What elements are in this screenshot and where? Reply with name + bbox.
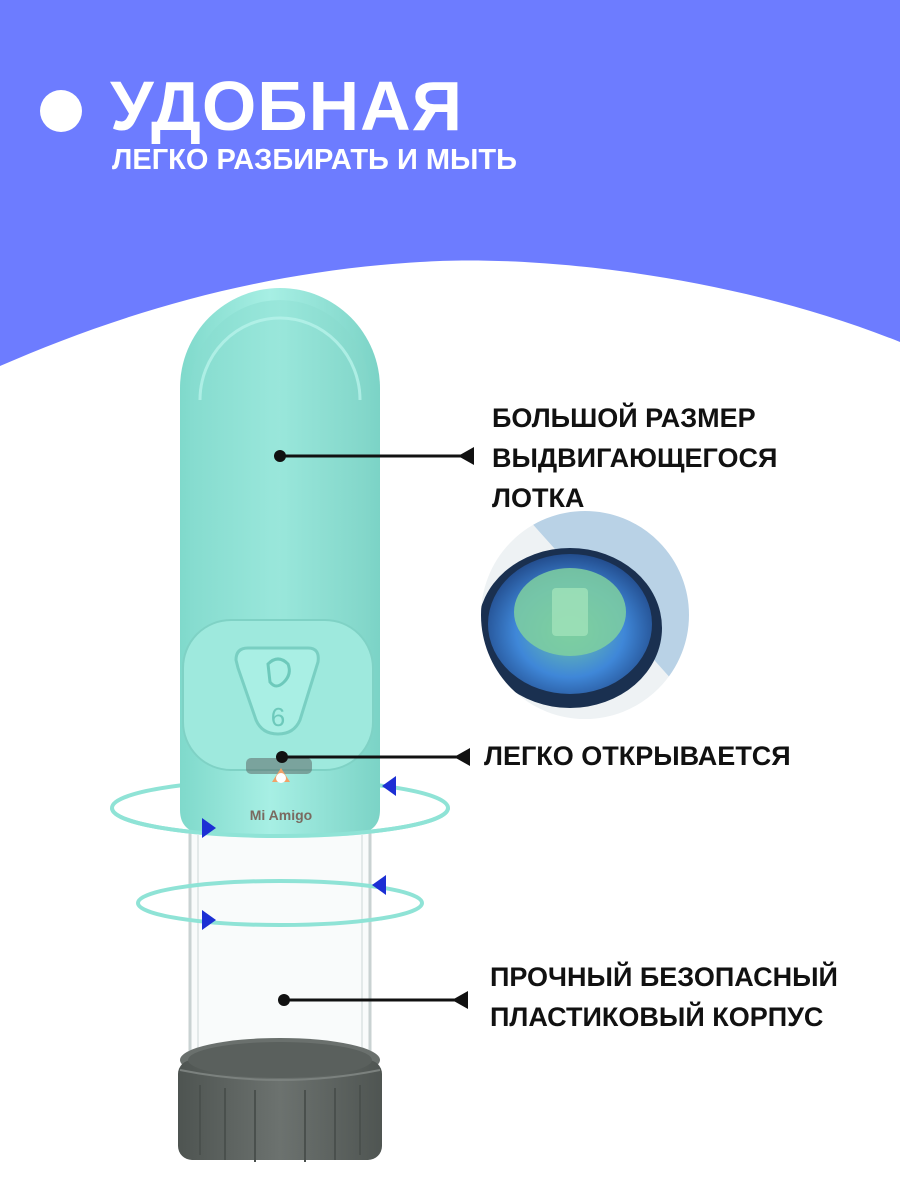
callout-line: ПРОЧНЫЙ БЕЗОПАСНЫЙ [490,962,838,992]
pointer-arrow-icon [454,748,470,766]
pointer-open [276,748,470,766]
pointer-arrow-icon [458,447,474,465]
button-number: 6 [271,702,285,732]
rotation-arrow-icon [202,818,216,838]
callout-open: ЛЕГКО ОТКРЫВАЕТСЯ [484,736,791,776]
callout-line: ВЫДВИГАЮЩЕГОСЯ [492,443,778,473]
rotation-ring-icon [136,879,424,927]
callout-line: ЛОТКА [492,483,585,513]
pointer-body [278,991,468,1009]
callout-tray: БОЛЬШОЙ РАЗМЕР ВЫДВИГАЮЩЕГОСЯ ЛОТКА [492,398,777,518]
brand-logo-icon: Mi Amigo [250,768,312,823]
pointer-tray [274,447,474,465]
pointer-arrow-icon [452,991,468,1009]
page-subtitle: ЛЕГКО РАЗБИРАТЬ И МЫТЬ [112,144,517,176]
rotation-arrow-icon [372,875,386,895]
release-button[interactable]: 6 [234,646,320,736]
callout-line: БОЛЬШОЙ РАЗМЕР [492,403,756,433]
brand-name: Mi Amigo [250,807,312,823]
callout-line: ЛЕГКО ОТКРЫВАЕТСЯ [484,741,791,771]
callout-body: ПРОЧНЫЙ БЕЗОПАСНЫЙ ПЛАСТИКОВЫЙ КОРПУС [490,957,838,1037]
detail-inset [480,510,690,720]
bottle-body [188,830,372,1070]
callout-line: ПЛАСТИКОВЫЙ КОРПУС [490,1002,824,1032]
header-banner [0,0,900,366]
page-title: УДОБНАЯ [110,67,464,145]
rotation-arrow-icon [202,910,216,930]
bullet-dot-icon [40,90,82,132]
mint-tray [180,288,380,834]
bottle-cap [178,1038,382,1162]
rotation-arrow-icon [382,776,396,796]
